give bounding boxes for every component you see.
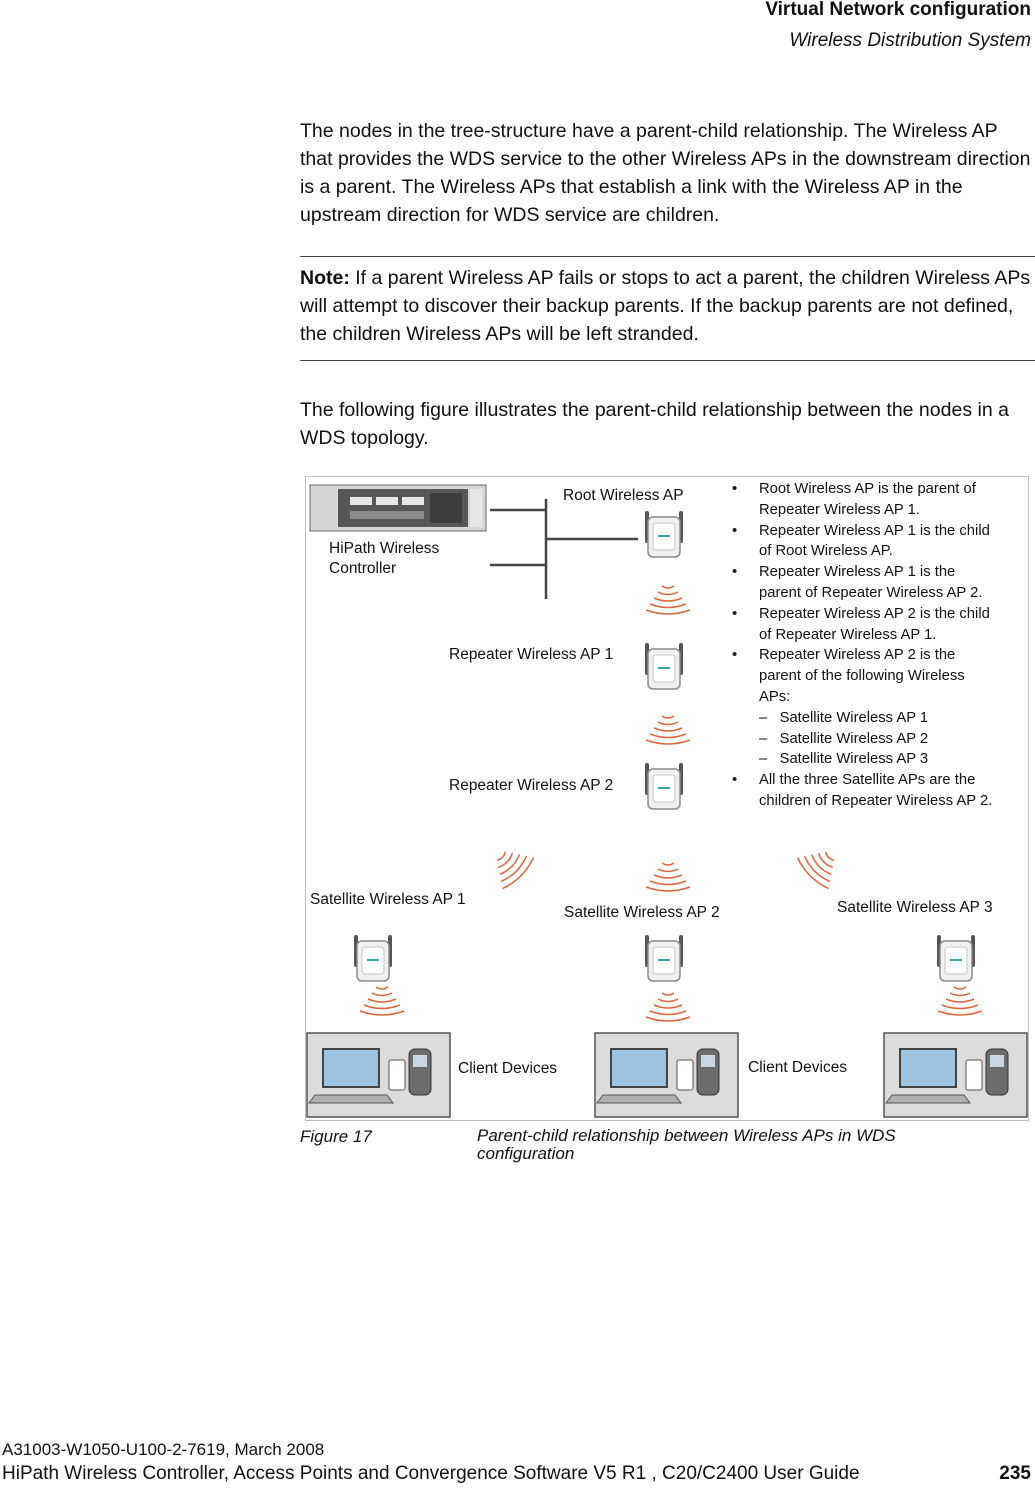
satellite3-access-point-icon	[936, 934, 976, 982]
page-number: 235	[999, 1463, 1031, 1484]
footer-guide-title: HiPath Wireless Controller, Access Point…	[2, 1463, 860, 1484]
figure-caption-number: Figure 17	[300, 1127, 372, 1146]
satellite3-label: Satellite Wireless AP 3	[837, 899, 993, 916]
client-devices-label-1: Client Devices	[458, 1060, 558, 1077]
root-access-point-icon	[644, 510, 684, 558]
wireless-signal-icon	[937, 986, 983, 1016]
repeater1-label: Repeater Wireless AP 1	[449, 646, 614, 663]
satellite1-access-point-icon	[353, 934, 393, 982]
figure-caption-text: Parent-child relationship between Wirele…	[477, 1126, 896, 1163]
note-text: If a parent Wireless AP fails or stops t…	[300, 267, 1031, 345]
wireless-signal-icon	[645, 585, 691, 615]
repeater2-label: Repeater Wireless AP 2	[449, 777, 614, 794]
client-devices-group-1	[306, 1032, 451, 1118]
wireless-signal-icon	[645, 992, 691, 1022]
wireless-signal-icon	[645, 715, 691, 745]
note-bottom-rule	[300, 360, 1035, 361]
running-header-title: Virtual Network configuration	[765, 0, 1031, 20]
network-cable	[490, 499, 638, 599]
root-ap-label: Root Wireless AP	[563, 487, 684, 504]
repeater1-access-point-icon	[644, 642, 684, 690]
satellite1-label: Satellite Wireless AP 1	[310, 891, 466, 908]
satellite2-label: Satellite Wireless AP 2	[564, 904, 720, 921]
client-devices-group-2	[594, 1032, 739, 1118]
note-label: Note:	[300, 267, 350, 289]
satellite2-access-point-icon	[644, 934, 684, 982]
note-top-rule	[300, 256, 1035, 257]
wireless-signal-icon	[484, 839, 538, 893]
controller-icon	[309, 484, 487, 532]
wds-topology-diagram	[306, 484, 1028, 1118]
client-devices-group-3	[883, 1032, 1028, 1118]
repeater2-access-point-icon	[644, 762, 684, 810]
wireless-signal-icon	[645, 862, 691, 892]
wireless-signal-icon	[793, 839, 847, 893]
running-header-subtitle: Wireless Distribution System	[789, 30, 1031, 51]
footer-document-id: A31003-W1050-U100-2-7619, March 2008	[2, 1440, 325, 1459]
sub-bullet-item: – Satellite Wireless AP 1	[759, 709, 929, 726]
client-devices-label-2: Client Devices	[748, 1059, 848, 1076]
wireless-signal-icon	[359, 986, 405, 1016]
intro-paragraph: The nodes in the tree-structure have a p…	[300, 120, 1031, 226]
sub-bullet-item: – Satellite Wireless AP 3	[759, 751, 929, 768]
figure-intro-paragraph: The following figure illustrates the par…	[300, 399, 1009, 449]
note-paragraph: Note: If a parent Wireless AP fails or s…	[300, 264, 1035, 348]
sub-bullet-item: – Satellite Wireless AP 2	[759, 730, 929, 747]
